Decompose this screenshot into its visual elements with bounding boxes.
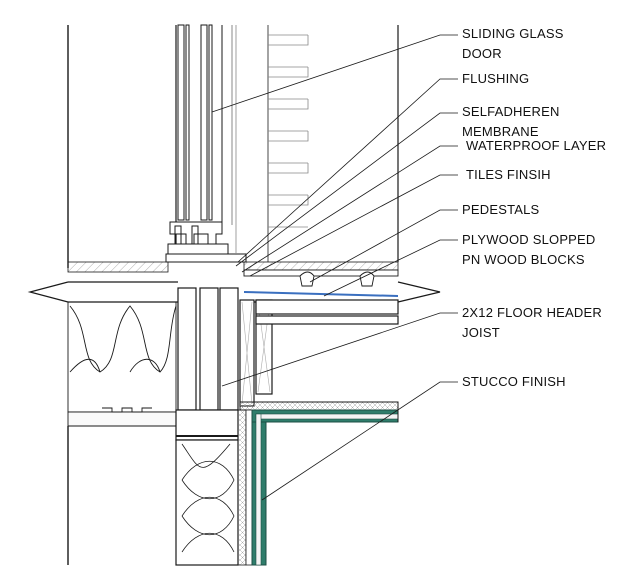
upper-exterior-wall [67, 25, 177, 268]
floor-header-joist [177, 287, 399, 411]
label-waterproof-layer: WATERPROOF LAYER [466, 138, 607, 153]
label-stucco-finish: STUCCO FINISH [462, 374, 566, 389]
balcony-decking [243, 269, 399, 297]
leader-lines [211, 34, 458, 501]
sliding-glass-door [165, 24, 247, 263]
label-floor-header-joist: 2X12 FLOOR HEADER JOIST [462, 305, 602, 340]
stucco-membrane [251, 402, 399, 566]
exterior-siding [235, 25, 399, 262]
label-plywood-slopped: PLYWOOD SLOPPED PN WOOD BLOCKS [462, 232, 596, 267]
label-flushing: FLUSHING [462, 71, 530, 86]
label-pedestals: PEDESTALS [462, 202, 540, 217]
floor-insulation [67, 301, 177, 427]
label-tiles-finish: TILES FINSIH [466, 167, 551, 182]
label-sliding-glass-door: SLIDING GLASS DOOR [462, 26, 564, 61]
lower-exterior-wall [67, 409, 253, 566]
label-selfadheren-membrane: SELFADHEREN MEMBRANE [462, 104, 560, 139]
